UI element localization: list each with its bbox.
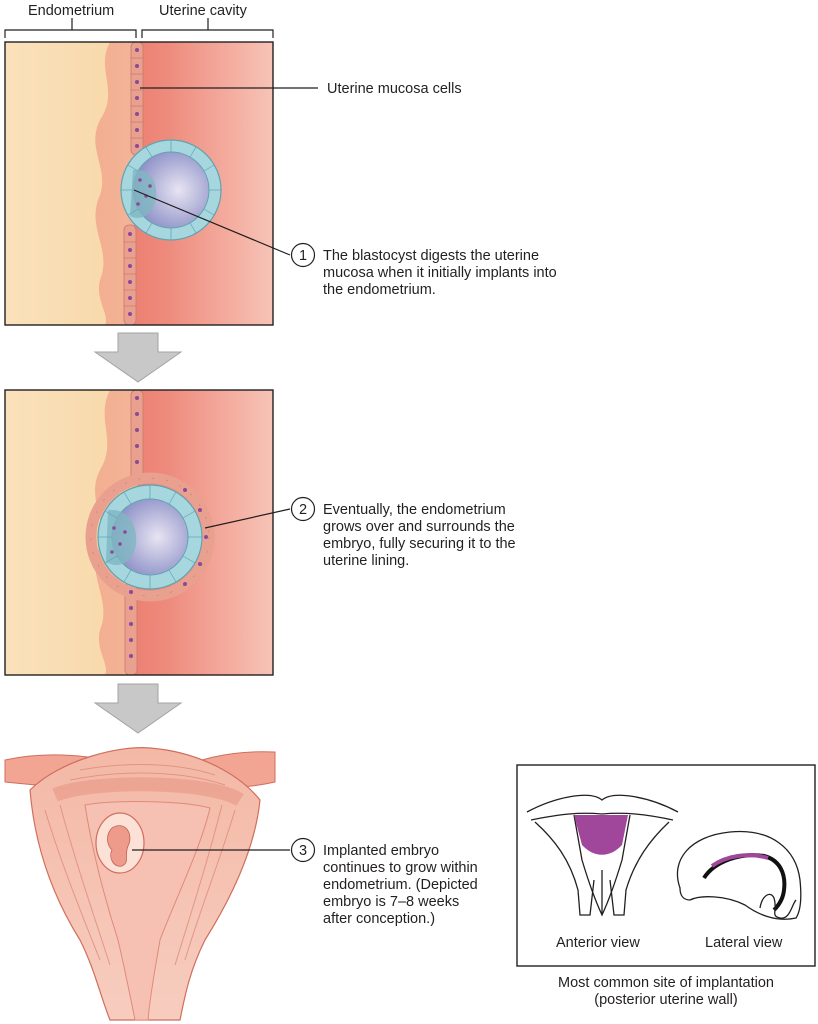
step-2-line-4: uterine lining. bbox=[323, 553, 409, 569]
step-1-line-2: mucosa when it initially implants into bbox=[323, 265, 557, 281]
embryo bbox=[107, 825, 131, 867]
step-3-number: 3 bbox=[299, 843, 307, 859]
panel-1 bbox=[5, 41, 273, 326]
step-3-line-1: Implanted embryo bbox=[323, 843, 439, 859]
uterine-mucosa-cells-column bbox=[123, 41, 144, 326]
uterine-mucosa-cells-label: Uterine mucosa cells bbox=[327, 81, 462, 97]
anterior-implantation-site bbox=[574, 815, 628, 855]
step-3-number-circle bbox=[290, 837, 316, 863]
step-2-number-circle bbox=[290, 496, 316, 522]
down-arrow-1 bbox=[93, 332, 183, 383]
implantation-site-inset: Anterior view Lateral view bbox=[516, 764, 816, 967]
anterior-view-label: Anterior view bbox=[556, 935, 640, 951]
lateral-view-drawing bbox=[676, 830, 802, 920]
step-3-line-5: after conception.) bbox=[323, 911, 435, 927]
uterine-cavity-label: Uterine cavity bbox=[159, 3, 248, 19]
step-1-number: 1 bbox=[299, 248, 307, 264]
step-1: 1 The blastocyst digests the uterine muc… bbox=[133, 189, 557, 298]
step-2-number: 2 bbox=[299, 502, 307, 518]
step-3: 3 Implanted embryo continues to grow wit… bbox=[132, 837, 478, 927]
step-3-line-4: embryo is 7–8 weeks bbox=[323, 894, 459, 910]
endometrium-label: Endometrium bbox=[28, 3, 114, 19]
uterine-cavity-header: Uterine cavity bbox=[141, 3, 274, 38]
endometrium-header: Endometrium bbox=[4, 3, 137, 38]
uterus-illustration bbox=[4, 747, 276, 1021]
step-3-line-3: endometrium. (Depicted bbox=[323, 877, 478, 893]
blastocyst-2 bbox=[97, 484, 203, 590]
step-1-line-1: The blastocyst digests the uterine bbox=[323, 248, 539, 264]
step-1-leader-line bbox=[133, 189, 291, 256]
anterior-view-drawing bbox=[526, 794, 679, 917]
inset-caption-line-2: (posterior uterine wall) bbox=[594, 992, 737, 1008]
step-2-line-2: grows over and surrounds the bbox=[323, 519, 515, 535]
lateral-implantation-site bbox=[710, 853, 769, 868]
step-1-line-3: the endometrium. bbox=[323, 282, 436, 298]
panel-2 bbox=[5, 389, 273, 676]
step-2-line-1: Eventually, the endometrium bbox=[323, 502, 506, 518]
blastocyst-1 bbox=[120, 139, 222, 241]
step-2-line-3: embryo, fully securing it to the bbox=[323, 536, 516, 552]
uterine-mucosa-wrap bbox=[85, 389, 215, 676]
step-2-leader-line bbox=[204, 508, 291, 529]
down-arrow-2 bbox=[93, 683, 183, 734]
inset-caption-line-1: Most common site of implantation bbox=[558, 975, 774, 991]
step-2: 2 Eventually, the endometrium grows over… bbox=[204, 496, 516, 569]
lateral-view-label: Lateral view bbox=[705, 935, 783, 951]
step-3-line-2: continues to grow within bbox=[323, 860, 478, 876]
step-1-number-circle bbox=[290, 242, 316, 268]
